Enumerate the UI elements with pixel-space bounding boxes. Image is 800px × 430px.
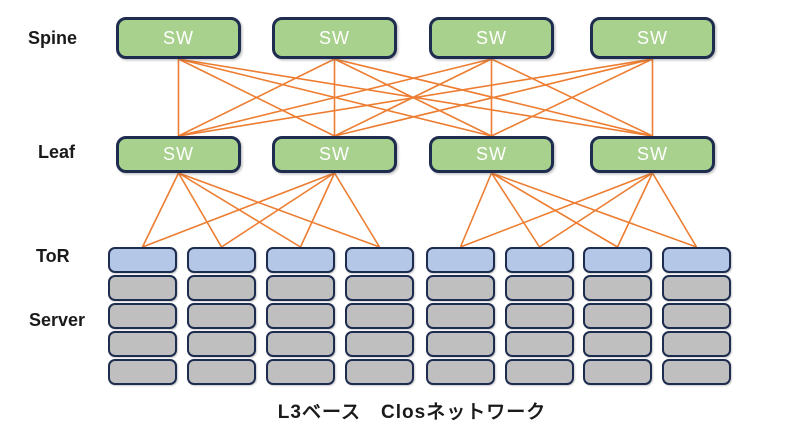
server-rack6-2 (505, 303, 574, 329)
link-spine2-leaf1 (178, 58, 335, 137)
layer-label-leaf: Leaf (38, 142, 76, 162)
link-leaf1-tor2 (177, 172, 223, 248)
server-rack2-2 (187, 303, 256, 329)
server-rack7-2 (583, 303, 652, 329)
layer-label-spine: Spine (28, 28, 78, 48)
tor-switch-6 (505, 247, 574, 273)
tor-switch-3 (266, 247, 335, 273)
server-rack7-4 (583, 359, 652, 385)
server-rack3-2 (266, 303, 335, 329)
server-rack8-2 (662, 303, 731, 329)
server-rack3-1 (266, 275, 335, 301)
link-leaf3-tor5 (459, 172, 493, 248)
server-rack1-4 (108, 359, 177, 385)
server-rack8-1 (662, 275, 731, 301)
server-rack2-4 (187, 359, 256, 385)
server-rack6-3 (505, 331, 574, 357)
spine-switch-1: SW (116, 17, 241, 59)
link-leaf4-tor8 (651, 172, 698, 248)
layer-label-tor: ToR (36, 246, 70, 266)
server-rack4-2 (345, 303, 414, 329)
leaf-switch-1: SW (116, 136, 241, 173)
leaf-switch-2: SW (272, 136, 397, 173)
tor-switch-7 (583, 247, 652, 273)
server-rack4-1 (345, 275, 414, 301)
leaf-switch-4: SW (590, 136, 715, 173)
spine-switch-3: SW (429, 17, 554, 59)
server-rack7-1 (583, 275, 652, 301)
server-rack6-4 (505, 359, 574, 385)
link-leaf2-tor3 (299, 172, 336, 248)
server-rack4-3 (345, 331, 414, 357)
link-leaf3-tor6 (490, 172, 541, 248)
link-leaf1-tor1 (141, 172, 180, 248)
link-leaf2-tor1 (142, 172, 335, 248)
server-rack5-3 (426, 331, 495, 357)
tor-switch-1 (108, 247, 177, 273)
tor-switch-5 (426, 247, 495, 273)
tor-switch-4 (345, 247, 414, 273)
server-rack2-3 (187, 331, 256, 357)
link-spine3-leaf1 (178, 58, 492, 137)
layer-label-server: Server (29, 310, 86, 330)
server-rack7-3 (583, 331, 652, 357)
link-leaf4-tor6 (539, 172, 653, 248)
link-leaf4-tor5 (460, 172, 653, 248)
spine-switch-4: SW (590, 17, 715, 59)
spine-switch-2: SW (272, 17, 397, 59)
server-rack3-4 (266, 359, 335, 385)
link-spine4-leaf2 (334, 58, 653, 137)
server-rack8-3 (662, 331, 731, 357)
server-rack5-2 (426, 303, 495, 329)
diagram-caption: L3ベース Closネットワーク (277, 402, 547, 423)
tor-switch-2 (187, 247, 256, 273)
server-rack1-3 (108, 331, 177, 357)
server-rack5-1 (426, 275, 495, 301)
link-leaf3-tor8 (491, 172, 697, 248)
leaf-switch-3: SW (429, 136, 554, 173)
server-rack8-4 (662, 359, 731, 385)
server-rack6-1 (505, 275, 574, 301)
server-rack4-4 (345, 359, 414, 385)
server-rack2-1 (187, 275, 256, 301)
link-spine4-leaf3 (491, 58, 653, 137)
tor-switch-8 (662, 247, 731, 273)
server-rack1-2 (108, 303, 177, 329)
server-rack3-3 (266, 331, 335, 357)
link-leaf4-tor7 (616, 172, 654, 248)
link-leaf2-tor4 (333, 172, 381, 248)
server-rack1-1 (108, 275, 177, 301)
link-spine4-leaf1 (178, 58, 653, 137)
link-leaf2-tor2 (221, 172, 335, 248)
server-rack5-4 (426, 359, 495, 385)
